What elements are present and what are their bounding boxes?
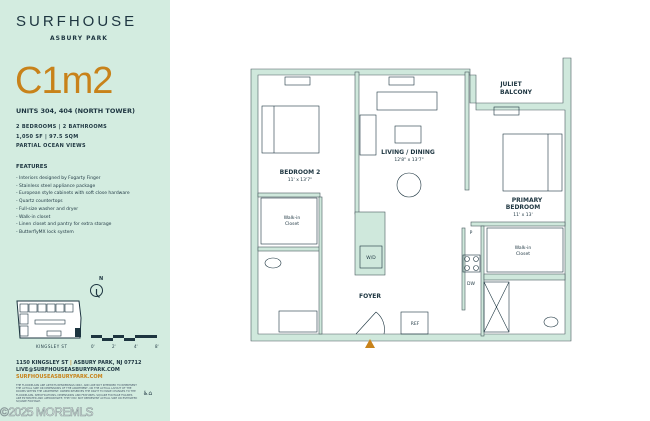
watermark: ©2025 MOREMLS <box>0 405 94 419</box>
entry-marker-icon <box>365 339 375 348</box>
street-label: KINGSLEY ST <box>36 344 68 349</box>
separator: | <box>70 360 72 366</box>
brand-location: ASBURY PARK <box>50 35 108 42</box>
label-foyer: FOYER <box>359 293 381 300</box>
living-dimensions: 12'8" x 13'7" <box>394 157 423 163</box>
label-juliet: JULIET <box>499 81 522 88</box>
label-bedroom2: BEDROOM 2 <box>280 169 321 176</box>
spec-views: PARTIAL OCEAN VIEWS <box>16 143 86 149</box>
bedroom2-dimensions: 11' x 13'7" <box>288 177 312 183</box>
label-closet-2: Closet <box>516 251 530 257</box>
label-dishwasher: DW <box>467 281 475 287</box>
city: ASBURY PARK, NJ 07712 <box>73 360 142 366</box>
north-label: N <box>99 276 104 282</box>
primary-dimensions: 11' x 13' <box>513 212 532 218</box>
feature-item: - ButterflyMX lock system <box>16 229 74 235</box>
compass-icon <box>90 284 103 298</box>
spec-rooms: 2 BEDROOMS | 2 BATHROOMS <box>16 124 108 130</box>
label-pantry: P <box>470 230 473 236</box>
feature-item: - European style cabinets with soft clos… <box>16 191 130 197</box>
feature-item: - Stainless steel appliance package <box>16 183 96 189</box>
label-walkin-2: Walk-in <box>515 245 532 251</box>
label-primary: PRIMARY <box>512 197 543 204</box>
label-walkin-1: Walk-in <box>284 215 301 221</box>
unit-specs: 2 BEDROOMS | 2 BATHROOMS 1,050 SF | 97.5… <box>16 123 107 152</box>
feature-item: - Interiors designed by Fogarty Finger <box>16 176 101 181</box>
feature-item: - Walk-in closet <box>16 214 51 220</box>
info-panel: SURFHOUSE ASBURY PARK C1m2 UNITS 304, 40… <box>0 0 170 421</box>
disclaimer: THE FLOORPLANS ARE ARTISTS RENDERINGS ON… <box>16 384 138 404</box>
features-heading: FEATURES <box>16 164 48 170</box>
feature-item: - Full-size washer and dryer <box>16 206 79 212</box>
scale-label: 4' <box>134 344 138 349</box>
scale-bar-icon <box>91 335 157 341</box>
label-primary-bedroom: BEDROOM <box>506 204 540 211</box>
email-link[interactable]: LIVE@SURFHOUSEASBURYPARK.COM <box>16 367 120 374</box>
label-living: LIVING / DINING <box>381 149 435 156</box>
key-plan-icon <box>16 300 82 339</box>
address: 1150 KINGSLEY ST <box>16 360 69 366</box>
features-list: - Interiors designed by Fogarty Finger -… <box>16 175 130 237</box>
feature-item: - Quartz countertops <box>16 199 63 205</box>
label-refrigerator: REF <box>411 321 420 327</box>
feature-item: - Linen closet and pantry for extra stor… <box>16 222 112 228</box>
label-washer-dryer: W/D <box>366 255 376 261</box>
scale-label: 0' <box>91 344 95 349</box>
accessibility-icon: ♿⌂ <box>143 390 153 397</box>
fixtures <box>260 76 564 335</box>
spec-size: 1,050 SF | 97.5 SQM <box>16 133 79 140</box>
website-link[interactable]: SURFHOUSEASBURYPARK.COM <box>16 374 103 381</box>
unit-code: C1m2 <box>15 60 113 102</box>
contact-block: 1150 KINGSLEY ST | ASBURY PARK, NJ 07712… <box>16 360 142 382</box>
brand-logo: SURFHOUSE <box>16 13 138 30</box>
label-balcony: BALCONY <box>500 89 533 96</box>
unit-numbers: UNITS 304, 404 (NORTH TOWER) <box>16 107 135 115</box>
scale-label: 2' <box>112 344 116 349</box>
scale-label: 8' <box>155 344 159 349</box>
label-closet-1: Closet <box>285 221 299 227</box>
